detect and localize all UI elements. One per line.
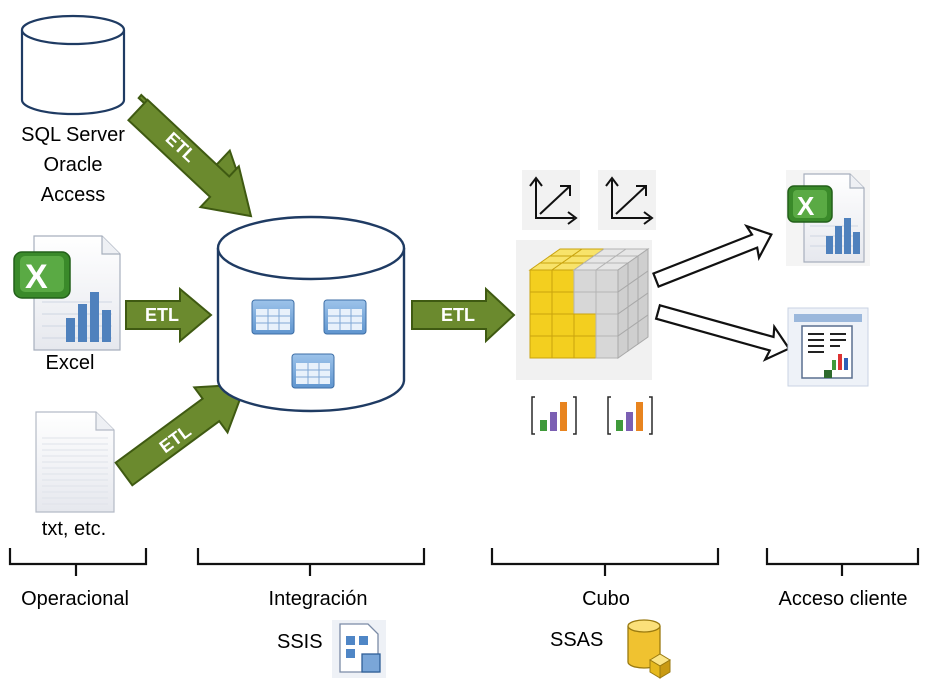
section-acceso-cliente: Acceso cliente (778, 588, 908, 610)
svg-text:X: X (25, 258, 48, 296)
text-file-icon (35, 411, 115, 513)
data-warehouse-cylinder-icon (216, 215, 406, 413)
ssas-database-icon (627, 619, 671, 679)
txt-label: txt, etc. (41, 518, 107, 540)
etl-label: ETL (441, 305, 475, 325)
db-line-oracle: Oracle (43, 154, 103, 176)
cube-cell (551, 291, 575, 315)
bracket-integracion (196, 548, 426, 576)
cube-cell (637, 314, 649, 345)
cube-cell (529, 313, 553, 337)
etl-arrow-from-excel: ETL (125, 286, 213, 344)
table-icon (291, 353, 335, 389)
olap-cube-icon (516, 240, 652, 380)
source-database-icon (20, 14, 126, 116)
report-client-icon (787, 307, 869, 387)
bar-chart-icon (607, 396, 653, 435)
cube-cell (573, 313, 597, 337)
excel-label: Excel (45, 352, 95, 374)
axis-chart-icon (522, 170, 580, 230)
table-icon (323, 299, 367, 335)
db-line-sql-server: SQL Server (21, 124, 125, 146)
bracket-acceso (765, 548, 920, 576)
axis-chart-icon (598, 170, 656, 230)
excel-client-icon: X (786, 170, 870, 266)
svg-text:X: X (797, 191, 815, 221)
cube-cell (595, 291, 619, 315)
ssis-label: SSIS (277, 631, 323, 653)
bar-chart-icon (531, 396, 577, 435)
etl-arrow-to-cube: ETL (411, 286, 516, 344)
bracket-operacional (8, 548, 148, 576)
bracket-cubo (490, 548, 720, 576)
cube-cell (595, 269, 619, 293)
cube-cell (551, 313, 575, 337)
cube-cell (529, 335, 553, 359)
arrow-to-excel-client (652, 224, 773, 288)
section-integracion: Integración (268, 588, 368, 610)
cube-cell (529, 269, 553, 293)
cube-cell (551, 269, 575, 293)
ssas-label: SSAS (550, 629, 604, 651)
section-brackets (8, 548, 920, 576)
ssis-package-icon (332, 620, 386, 678)
etl-label: ETL (145, 305, 179, 325)
excel-file-icon: X (13, 235, 121, 351)
source-db-label: SQL Server Oracle Access (8, 120, 138, 210)
cube-cell (529, 291, 553, 315)
cube-cell (573, 335, 597, 359)
cube-cell (573, 269, 597, 293)
cube-cell (551, 335, 575, 359)
section-operacional: Operacional (21, 588, 129, 610)
arrow-to-report-client (654, 303, 791, 362)
table-icon (251, 299, 295, 335)
cube-cell (595, 335, 619, 359)
cube-cell (595, 313, 619, 337)
db-line-access: Access (40, 184, 106, 206)
section-cubo: Cubo (582, 588, 630, 610)
etl-arrow-from-database: ETL (127, 93, 253, 218)
cube-cell (573, 291, 597, 315)
